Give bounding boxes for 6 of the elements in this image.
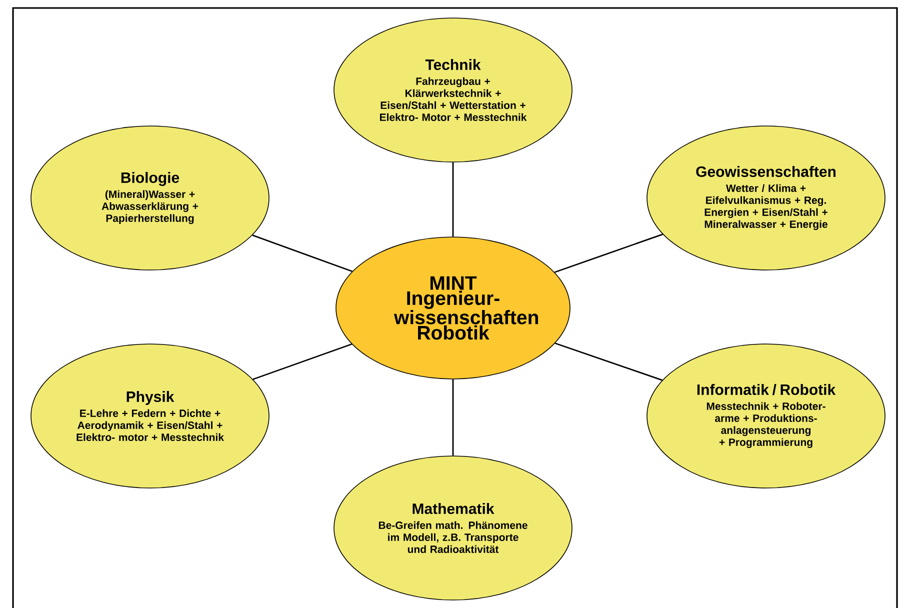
connector-line xyxy=(554,234,663,273)
connector-line xyxy=(252,343,352,380)
connector-line xyxy=(452,162,454,237)
connector-line xyxy=(452,379,454,456)
connector-line xyxy=(554,342,662,381)
connector-line xyxy=(252,234,352,272)
